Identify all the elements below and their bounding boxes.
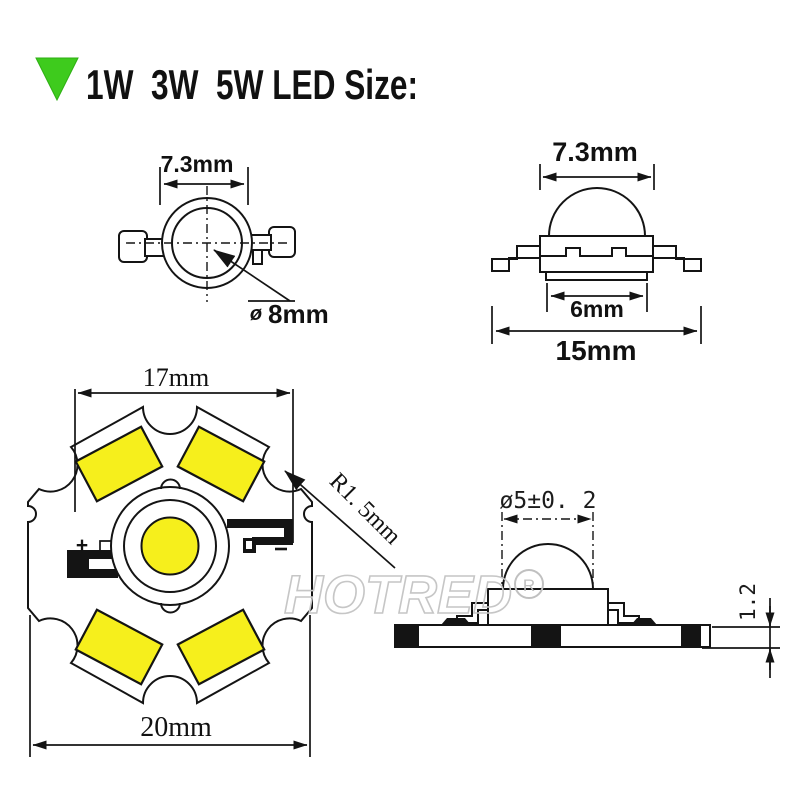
top-view-drawing: 7.3mm ø 8mm: [118, 151, 329, 329]
watermark-brand: HOTRED: [284, 565, 512, 625]
green-triangle-icon: [35, 57, 79, 102]
led-lead-left: [491, 245, 541, 272]
led-chip: [140, 516, 200, 576]
top-view-diameter-label: 8mm: [268, 299, 329, 329]
positive-mark: +: [76, 534, 88, 557]
pcb-pad-center: [531, 625, 561, 647]
led-lead-right: [607, 602, 640, 624]
header: 1W 3W 5W LED Size:: [35, 57, 418, 108]
leader-line: [213, 249, 291, 302]
side-view-base-width-label: 6mm: [570, 296, 624, 322]
lens-diameter-label: ø5±0. 2: [500, 488, 597, 514]
pcb-pad-left: [395, 625, 419, 647]
page-title: 1W 3W 5W LED Size:: [86, 61, 418, 108]
top-view-width-label: 7.3mm: [161, 151, 234, 177]
star-pcb-drawing: 17mm + R1. 5mm 20mm: [27, 363, 406, 757]
led-lead-left: [118, 230, 148, 263]
registered-trademark-letter: R: [523, 576, 535, 595]
led-lead-right: [652, 245, 702, 272]
star-board-width-label: 20mm: [140, 712, 212, 743]
solder-pad: [176, 425, 266, 503]
diameter-symbol: ø: [250, 303, 262, 325]
star-board-outline: [27, 405, 313, 705]
led-lead-right: [268, 226, 296, 258]
led-base-strip: [545, 271, 648, 281]
notch-radius-label: R1. 5mm: [324, 468, 406, 550]
pcb-pad-right: [681, 625, 701, 647]
anode-trace: [67, 550, 118, 578]
led-body: [539, 235, 654, 273]
notch-radius-leader: [284, 470, 396, 569]
led-inner-ring: [123, 499, 217, 593]
solder-fillet: [631, 618, 657, 625]
cathode-mark: [252, 249, 263, 265]
led-dome: [501, 543, 595, 590]
solder-fillet: [441, 618, 471, 625]
watermark: HOTRED R: [283, 564, 544, 626]
led-ring-tab-bottom: [160, 602, 181, 614]
side-view-top-width-label: 7.3mm: [552, 137, 638, 167]
board-thickness-label: 1.2: [736, 583, 760, 621]
cathode-trace-step: [227, 519, 240, 528]
solder-pad: [176, 608, 266, 686]
solder-pad: [74, 425, 164, 503]
registered-trademark-icon: [514, 569, 544, 599]
side-view-drawing: 7.3mm 6mm 15mm: [491, 137, 702, 366]
led-dome: [547, 187, 647, 237]
side-view-overall-width-label: 15mm: [556, 335, 637, 366]
pcb-side-view-drawing: ø5±0. 2 1.2: [394, 488, 780, 678]
star-inner-width-label: 17mm: [143, 363, 209, 392]
led-ring-tab-top: [160, 478, 181, 490]
solder-pad: [74, 608, 164, 686]
led-body-detail: [540, 247, 653, 257]
cathode-via-hole: [246, 541, 252, 549]
